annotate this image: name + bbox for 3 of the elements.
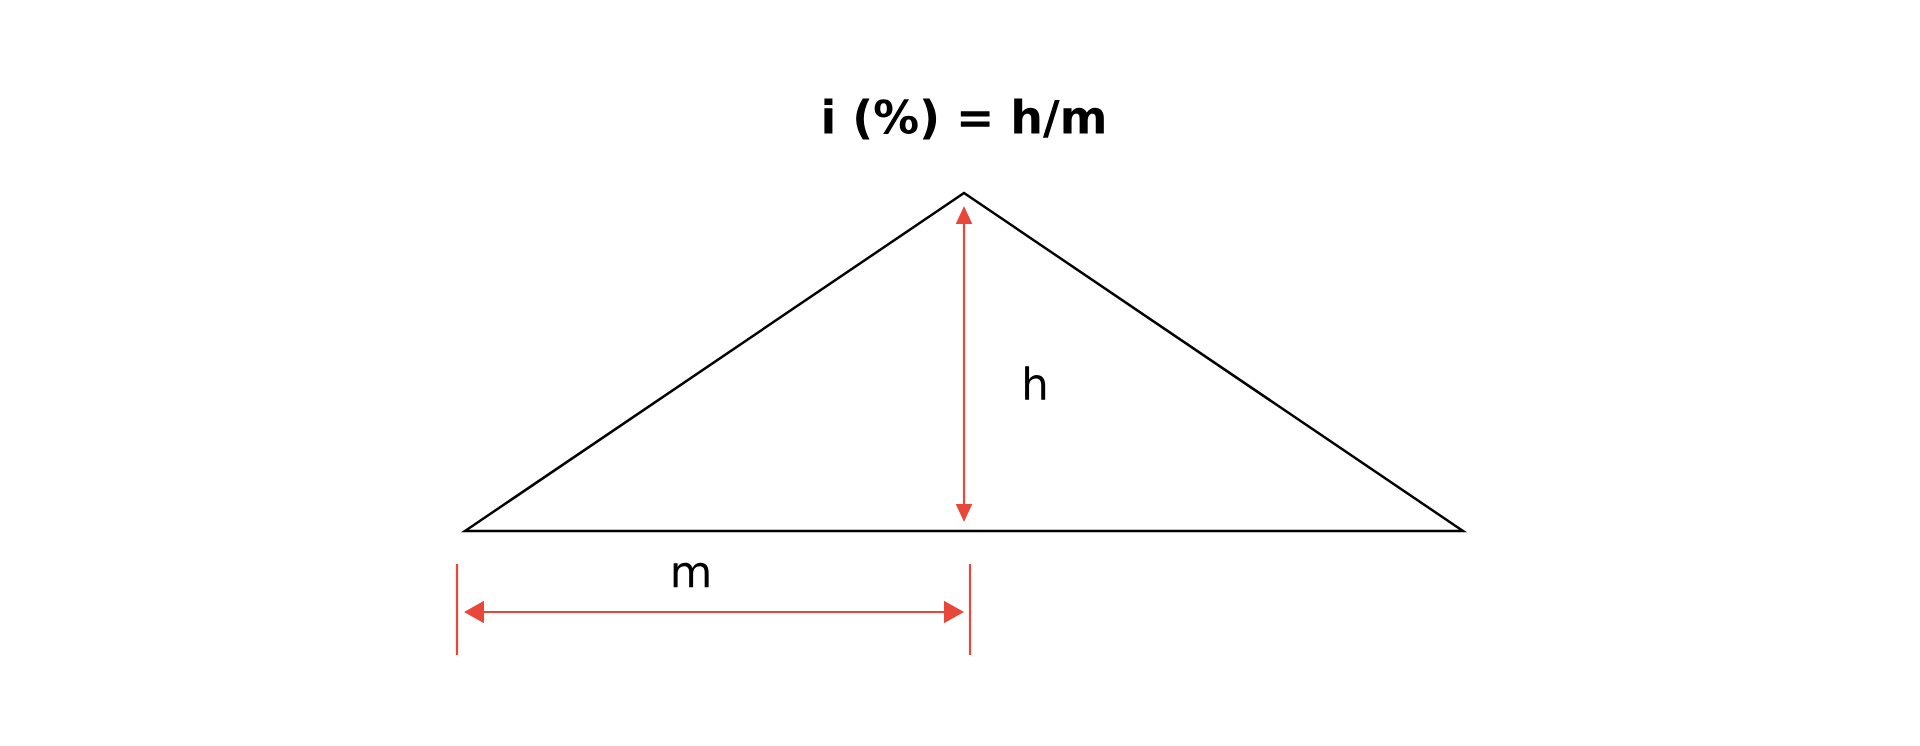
dimension-label: h <box>1025 366 1046 400</box>
dimension-label: m <box>673 562 709 588</box>
formula-title: i (%) = h/m <box>824 98 1104 140</box>
